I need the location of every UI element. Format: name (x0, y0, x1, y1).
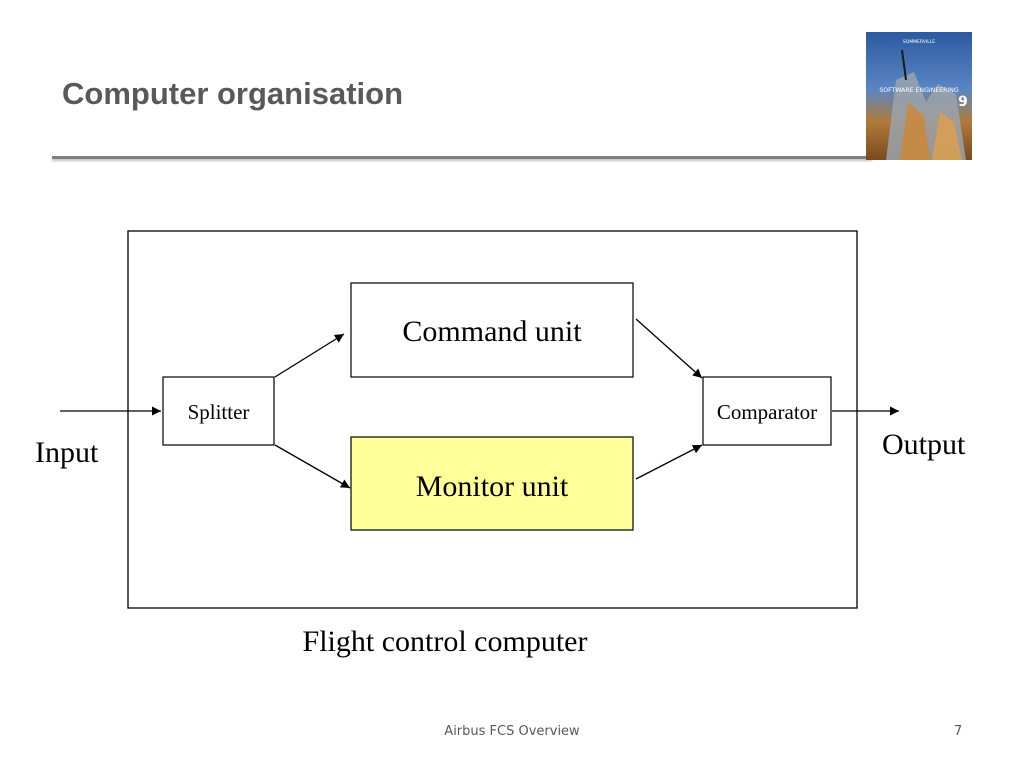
command-to-comparator-arrow (635, 318, 703, 379)
cover-edition-text: 9 (958, 94, 968, 110)
slide-title: Computer organisation (62, 76, 404, 111)
output-label: Output (882, 428, 966, 461)
comparator-label: Comparator (717, 400, 817, 424)
splitter-label: Splitter (188, 400, 250, 424)
monitor-unit-box (350, 436, 634, 531)
splitter-to-command-arrow (274, 333, 345, 378)
book-cover-image: SOMMERVILLE SOFTWARE ENGINEERING 9 (866, 32, 972, 160)
title-divider (52, 156, 872, 159)
input-label: Input (35, 436, 99, 469)
page-number: 7 (954, 724, 963, 739)
monitor-unit-label: Monitor unit (416, 470, 569, 503)
flight-control-computer-box (127, 230, 858, 609)
diagram-caption: Flight control computer (303, 625, 588, 658)
command-unit-box (350, 282, 634, 378)
footer-text: Airbus FCS Overview (444, 724, 580, 739)
monitor-to-comparator-arrow (635, 444, 703, 480)
comparator-box (702, 376, 832, 446)
splitter-box (162, 376, 275, 446)
cover-title-text: SOFTWARE ENGINEERING (879, 87, 959, 94)
command-unit-label: Command unit (402, 315, 582, 348)
cover-author-text: SOMMERVILLE (903, 39, 935, 45)
splitter-to-monitor-arrow (274, 444, 351, 489)
